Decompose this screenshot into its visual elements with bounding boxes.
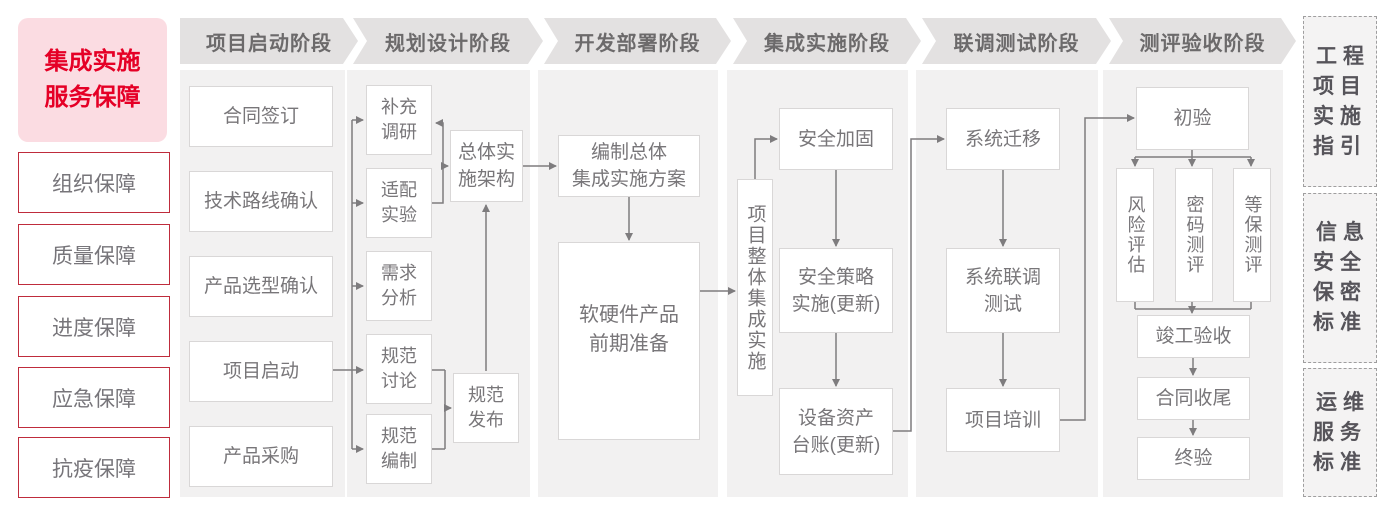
step-final-acceptance: 终验 (1137, 437, 1250, 480)
step-hw-sw-preparation: 软硬件产品 前期准备 (558, 242, 700, 440)
step-overall-implementation-architecture: 总体实 施架构 (450, 130, 523, 202)
step-supplementary-research: 补充 调研 (366, 85, 432, 155)
phase-banner-integration-implementation: 集成实施阶段 (733, 18, 921, 64)
guarantee-epidemic: 抗疫保障 (18, 437, 170, 498)
guarantee-organization: 组织保障 (18, 152, 170, 213)
guarantee-title: 集成实施 服务保障 (18, 18, 167, 142)
step-overall-project-integration: 项目整体集成实施 (737, 179, 773, 396)
standard-om-service: 运维 服务 标准 (1303, 368, 1377, 497)
step-spec-release: 规范 发布 (453, 373, 519, 443)
step-compile-overall-integration-plan: 编制总体 集成实施方案 (558, 135, 700, 197)
phase-banner-project-kickoff: 项目启动阶段 (180, 18, 358, 64)
step-crypto-evaluation: 密码测评 (1175, 168, 1213, 302)
step-project-training: 项目培训 (946, 388, 1060, 452)
step-classified-protection-evaluation: 等保测评 (1233, 168, 1271, 302)
phase-banner-dev-deployment: 开发部署阶段 (544, 18, 731, 64)
step-equipment-asset-ledger: 设备资产 台账(更新) (779, 388, 893, 475)
guarantee-emergency: 应急保障 (18, 367, 170, 428)
step-system-migration: 系统迁移 (946, 108, 1060, 170)
step-security-policy-implementation: 安全策略 实施(更新) (779, 248, 893, 333)
guarantee-quality: 质量保障 (18, 224, 170, 285)
guarantee-schedule: 进度保障 (18, 296, 170, 357)
step-completion-acceptance: 竣工验收 (1137, 315, 1250, 358)
step-contract-signing: 合同签订 (189, 86, 333, 147)
step-project-kickoff: 项目启动 (189, 341, 333, 402)
standard-project-implementation-guide: 工程 项目 实施 指引 (1303, 16, 1377, 187)
step-contract-closure: 合同收尾 (1137, 377, 1250, 420)
step-adaptation-test: 适配 实验 (366, 168, 432, 238)
step-requirement-analysis: 需求 分析 (366, 251, 432, 321)
step-risk-assessment: 风险评估 (1116, 168, 1154, 302)
step-security-hardening: 安全加固 (779, 108, 893, 170)
step-initial-acceptance: 初验 (1136, 87, 1249, 150)
step-spec-discussion: 规范 讨论 (366, 334, 432, 404)
step-product-procurement: 产品采购 (189, 426, 333, 487)
phase-banner-planning-design: 规划设计阶段 (353, 18, 543, 64)
step-tech-route-confirm: 技术路线确认 (189, 171, 333, 232)
step-product-selection-confirm: 产品选型确认 (189, 256, 333, 317)
step-system-joint-debugging-test: 系统联调 测试 (946, 248, 1060, 333)
phase-banner-joint-debug-test: 联调测试阶段 (922, 18, 1111, 64)
step-spec-drafting: 规范 编制 (366, 414, 432, 484)
phase-banner-evaluation-acceptance: 测评验收阶段 (1109, 18, 1296, 64)
standard-info-security-confidentiality: 信息 安全 保密 标准 (1303, 193, 1377, 363)
